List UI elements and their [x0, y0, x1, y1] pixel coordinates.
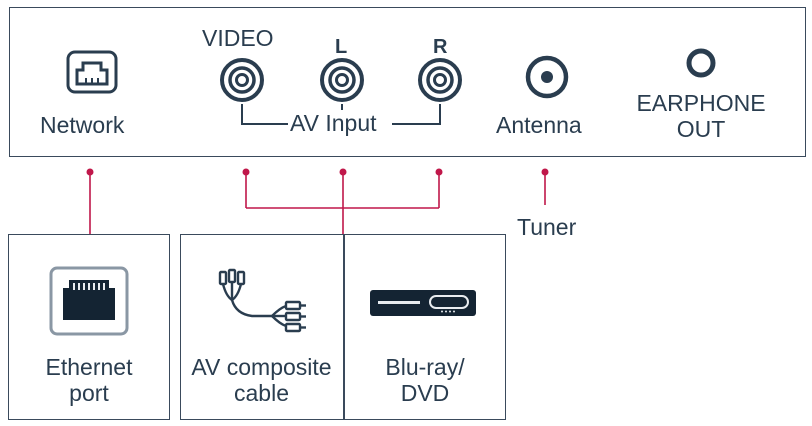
audio-right-jack-icon: [418, 58, 462, 102]
ethernet-port-icon: [49, 266, 129, 336]
network-port-icon: [66, 50, 118, 94]
ethernet-label-line1: Ethernet: [45, 354, 133, 380]
earphone-label-line1: EARPHONE: [636, 90, 766, 116]
tuner-label: Tuner: [517, 214, 577, 240]
av-input-label: AV Input: [290, 110, 377, 136]
antenna-label: Antenna: [496, 112, 582, 138]
audio-right-label: R: [433, 36, 448, 58]
av-cable-label-line1: AV composite: [191, 354, 332, 380]
bluray-player-icon: [370, 290, 476, 316]
connector-panel: [9, 7, 806, 157]
video-label: VIDEO: [202, 25, 274, 51]
antenna-jack-icon: [525, 55, 569, 99]
av-devices-divider: [343, 235, 345, 419]
ethernet-box: [8, 234, 170, 420]
network-label: Network: [40, 112, 125, 138]
audio-left-jack-icon: [320, 58, 364, 102]
audio-left-label: L: [335, 36, 348, 58]
video-jack-icon: [220, 58, 264, 102]
bluray-label-line2: DVD: [400, 380, 450, 406]
av-composite-cable-icon: [218, 268, 306, 333]
bluray-label-line1: Blu-ray/: [385, 354, 465, 380]
av-cable-label-line2: cable: [234, 380, 289, 406]
ethernet-label-line2: port: [69, 380, 109, 406]
earphone-label-line2: OUT: [676, 116, 726, 142]
earphone-jack-icon: [686, 48, 716, 78]
